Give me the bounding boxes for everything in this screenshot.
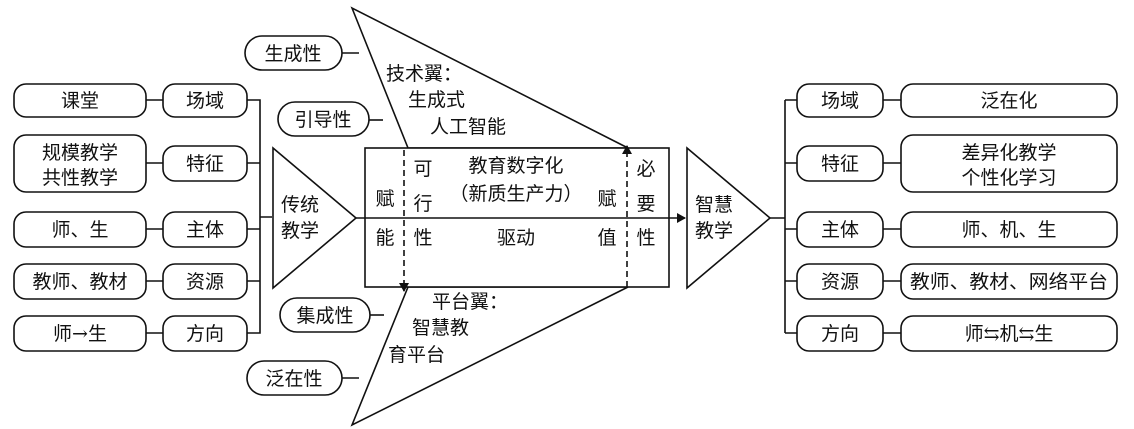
value-char-0: 赋	[597, 188, 616, 210]
smart-teaching-line-1: 教学	[695, 220, 733, 242]
top-wing-text-2: 人工智能	[430, 116, 506, 138]
bottom-wing-text-1: 智慧教	[412, 317, 469, 339]
traditional-teaching-line-0: 传统	[281, 194, 319, 216]
left-value-boxes: 课堂 规模教学 共性教学 师、生 教师、教材 师→生	[13, 83, 147, 352]
right-attr-2: 主体	[821, 219, 859, 241]
left-attr-3: 资源	[186, 271, 224, 293]
right-bracket	[770, 99, 797, 334]
right-value-box-0	[900, 83, 1118, 118]
right-value-1-line-1: 个性化学习	[961, 167, 1056, 189]
oval-generative	[244, 35, 343, 71]
right-value-box-2	[900, 211, 1118, 248]
right-attr-3: 资源	[821, 271, 859, 293]
right-value-3-line-0: 教师、教材、网络平台	[910, 271, 1108, 293]
right-value-4-line-0: 师⇆机⇆生	[965, 323, 1054, 345]
smart-teaching-triangle	[686, 146, 772, 290]
oval-ubiquitous-label: 泛在性	[265, 368, 322, 390]
right-value-0-line-0: 泛在化	[980, 90, 1037, 112]
left-value-0-line-0: 课堂	[61, 90, 99, 112]
left-value-1-line-0: 规模教学	[42, 142, 118, 164]
left-value-4-line-0: 师→生	[53, 323, 107, 345]
oval-integrative	[279, 297, 371, 333]
core-drive-label: 驱动	[497, 227, 535, 249]
right-value-boxes: 泛在化 差异化教学 个性化学习 师、机、生 教师、教材、网络平台 师⇆机⇆生	[883, 83, 1118, 352]
right-attr-0: 场域	[821, 90, 859, 112]
core-title-line-0: 教育数字化	[468, 155, 563, 177]
left-attr-1: 特征	[186, 153, 224, 175]
traditional-teaching-line-1: 教学	[281, 220, 319, 242]
smart-teaching-line-0: 智慧	[695, 194, 733, 216]
feasibility-char-0: 可	[413, 158, 432, 180]
left-value-1-line-1: 共性教学	[42, 167, 118, 189]
left-attr-2: 主体	[186, 219, 224, 241]
bottom-wing-text-2: 育平台	[388, 344, 445, 366]
value-char-1: 值	[597, 227, 616, 249]
right-value-box-3	[900, 263, 1118, 300]
necessity-char-2: 性	[636, 227, 655, 249]
traditional-teaching-triangle	[272, 146, 358, 290]
oval-integrative-label: 集成性	[296, 305, 353, 327]
empower-char-1: 能	[375, 227, 394, 249]
oval-guiding	[277, 101, 370, 137]
right-value-1-line-0: 差异化教学	[961, 142, 1056, 164]
oval-guiding-label: 引导性	[294, 109, 351, 131]
left-attr-4: 方向	[186, 323, 224, 345]
left-attr-boxes: 场域 特征 主体 资源 方向	[146, 83, 248, 352]
feasibility-char-1: 行	[413, 193, 432, 215]
bottom-wing-text-0: 平台翼：	[432, 291, 508, 313]
right-attr-4: 方向	[821, 323, 859, 345]
oval-generative-label: 生成性	[264, 43, 321, 65]
necessity-char-0: 必	[636, 158, 655, 180]
empower-char-0: 赋	[375, 188, 394, 210]
right-value-box-1	[900, 134, 1118, 193]
right-attr-boxes: 场域 特征 主体 资源 方向	[796, 83, 884, 352]
right-attr-1: 特征	[821, 153, 859, 175]
core-title-line-1: （新质生产力）	[449, 183, 582, 205]
top-wing-text-1: 生成式	[408, 89, 465, 111]
right-value-2-line-0: 师、机、生	[961, 219, 1056, 241]
oval-ubiquitous	[246, 360, 343, 396]
left-bracket	[247, 99, 272, 334]
top-wing-text-0: 技术翼：	[386, 63, 462, 85]
necessity-char-1: 要	[636, 193, 655, 215]
right-value-box-4	[900, 315, 1118, 352]
left-value-3-line-0: 教师、教材	[32, 271, 127, 293]
left-value-2-line-0: 师、生	[51, 219, 108, 241]
feasibility-char-2: 性	[413, 227, 432, 249]
left-attr-0: 场域	[186, 90, 224, 112]
